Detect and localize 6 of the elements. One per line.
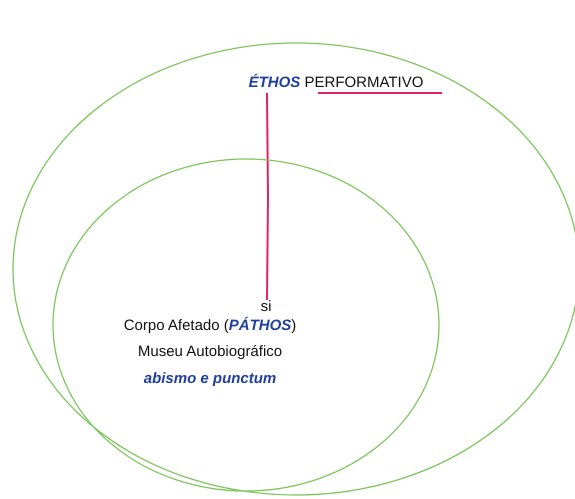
label-text: Corpo Afetado (PÁTHOS) bbox=[122, 317, 298, 334]
connector-line bbox=[266, 93, 269, 300]
label-text: si bbox=[260, 298, 272, 315]
label-text: abismo e punctum bbox=[142, 370, 278, 387]
label-text: Museu Autobiográfico bbox=[136, 343, 284, 360]
label-text: ÉTHOS PERFORMATIVO bbox=[248, 74, 424, 91]
